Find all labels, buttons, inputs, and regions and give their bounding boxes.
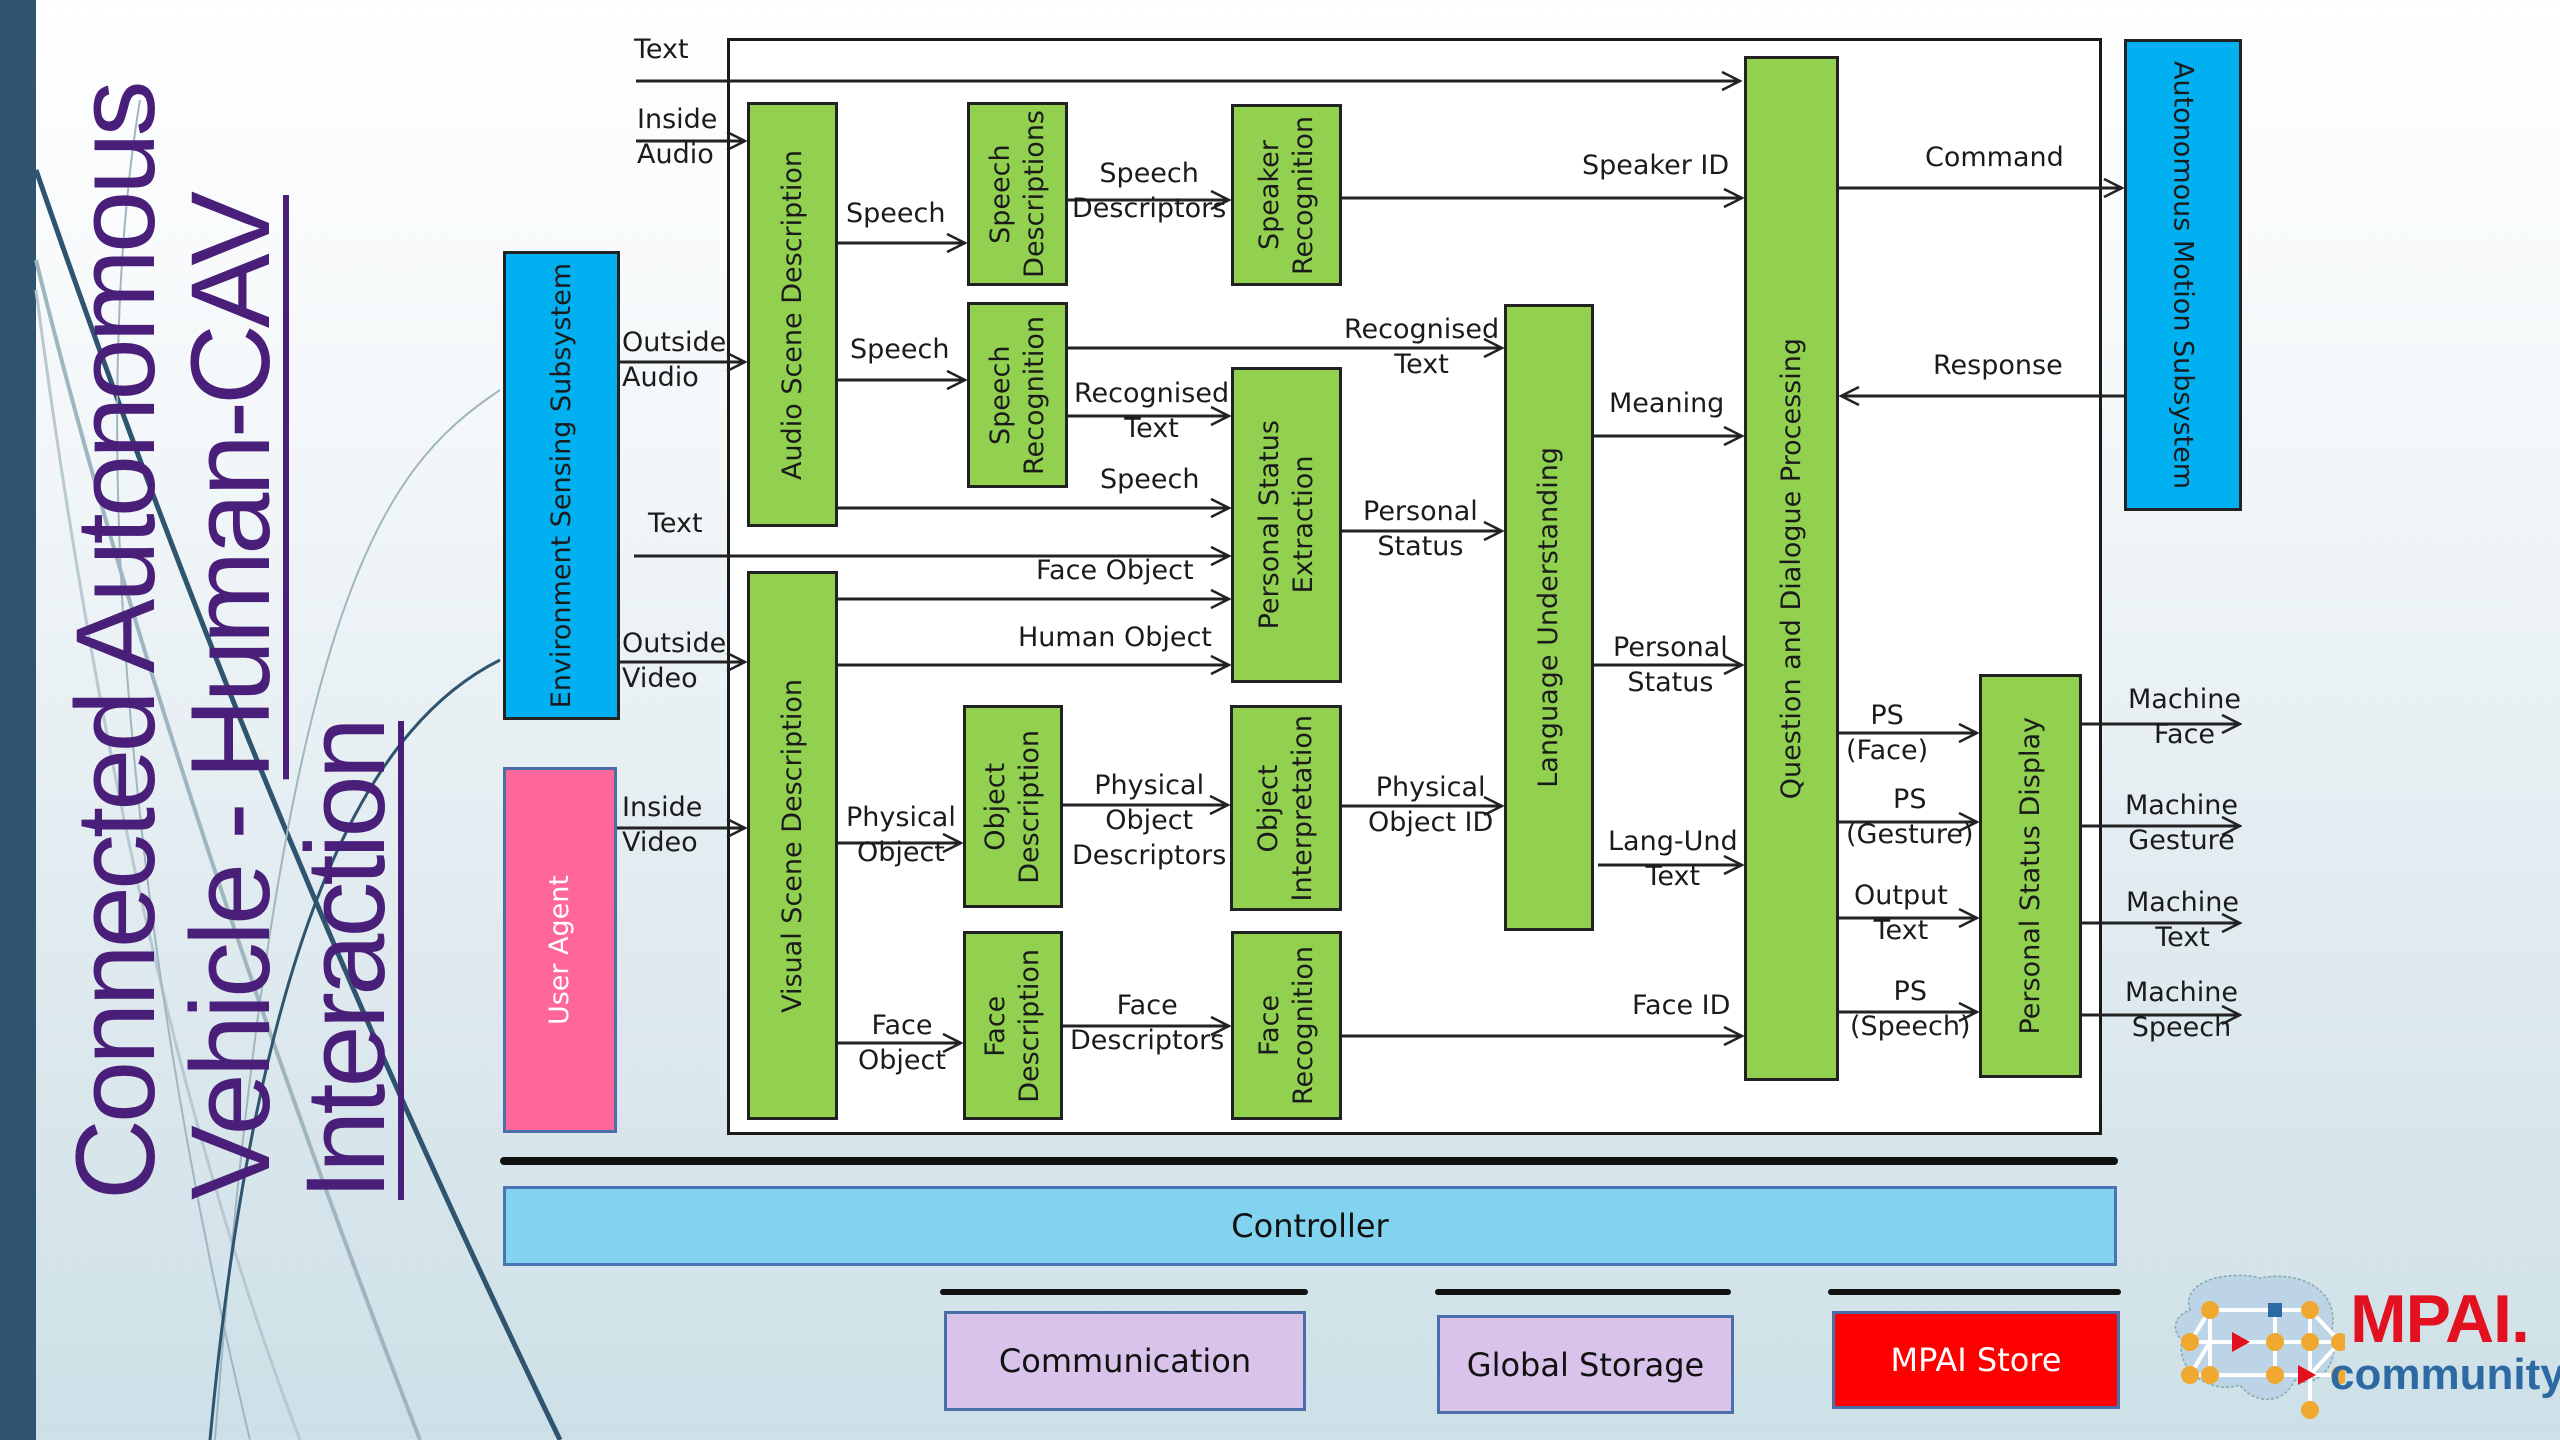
label-output-text: Output Text <box>1854 880 1948 947</box>
label-machine-gesture: Machine Gesture <box>2125 790 2239 857</box>
label-text-mid: Text <box>648 508 703 539</box>
speech-recognition[interactable]: Speech Recognition <box>967 302 1068 488</box>
label-recognised-text-1: Recognised Text <box>1344 314 1500 381</box>
user-agent[interactable]: User Agent <box>503 767 617 1133</box>
label-meaning: Meaning <box>1609 388 1725 419</box>
label-physical-object: Physical Object <box>846 802 956 869</box>
communication-label: Communication <box>998 1342 1252 1380</box>
communication[interactable]: Communication <box>944 1311 1306 1411</box>
bus-line-mpai-store <box>1828 1289 2121 1295</box>
controller-label: Controller <box>1231 1207 1389 1245</box>
global-storage[interactable]: Global Storage <box>1437 1315 1734 1414</box>
label-face-object-2: Face Object <box>858 1010 946 1077</box>
label-speech-3: Speech <box>1100 464 1200 495</box>
label-face-id: Face ID <box>1632 990 1731 1021</box>
label-face-object-1: Face Object <box>1036 555 1194 586</box>
personal-status-extraction[interactable]: Personal Status Extraction <box>1231 367 1342 683</box>
label-human-object: Human Object <box>1018 622 1212 653</box>
label-speech-descriptors: Speech Descriptors <box>1072 158 1227 225</box>
mpai-community-logo[interactable]: MPAI. community <box>2170 1270 2560 1420</box>
visual-scene-description[interactable]: Visual Scene Description <box>747 571 838 1120</box>
label-response: Response <box>1933 350 2063 381</box>
label-ps-gesture: PS (Gesture) <box>1846 784 1974 851</box>
label-personal-status-1: Personal Status <box>1363 496 1478 563</box>
label-outside-audio: Outside Audio <box>622 327 727 394</box>
speech-descriptions[interactable]: Speech Descriptions <box>967 102 1068 286</box>
label-lang-und-text: Lang-Und Text <box>1608 826 1738 893</box>
environment-sensing-subsystem[interactable]: Environment Sensing Subsystem <box>503 251 620 720</box>
label-personal-status-2: Personal Status <box>1613 632 1728 699</box>
label-machine-speech: Machine Speech <box>2125 977 2239 1044</box>
label-ps-face: PS (Face) <box>1846 700 1929 767</box>
logo-brand: MPAI. <box>2350 1281 2530 1357</box>
bus-line-communication <box>940 1289 1308 1295</box>
label-speech-2: Speech <box>850 334 950 365</box>
global-storage-label: Global Storage <box>1466 1345 1705 1384</box>
label-physical-object-id: Physical Object ID <box>1368 772 1494 839</box>
logo-sub: community <box>2330 1350 2560 1399</box>
label-outside-video: Outside Video <box>622 628 727 695</box>
speaker-recognition[interactable]: Speaker Recognition <box>1231 104 1342 286</box>
bus-line-global-storage <box>1435 1289 1731 1295</box>
left-accent-bar <box>0 0 36 1440</box>
label-machine-text: Machine Text <box>2126 887 2240 954</box>
object-description[interactable]: Object Description <box>963 705 1063 908</box>
label-speaker-id: Speaker ID <box>1582 150 1730 181</box>
label-command: Command <box>1925 142 2064 173</box>
label-speech-1: Speech <box>846 198 946 229</box>
brain-network-icon <box>2174 1274 2345 1419</box>
bus-line-top <box>500 1157 2118 1165</box>
hci-frame <box>727 38 2102 1135</box>
autonomous-motion-label: Autonomous Motion Subsystem <box>2167 60 2199 490</box>
label-inside-audio: Inside Audio <box>637 104 718 171</box>
label-face-descriptors: Face Descriptors <box>1070 990 1225 1057</box>
object-interpretation[interactable]: Object Interpretation <box>1230 705 1342 911</box>
personal-status-display[interactable]: Personal Status Display <box>1979 674 2082 1078</box>
mpai-store-label: MPAI Store <box>1890 1341 2062 1379</box>
label-recognised-text-2: Recognised Text <box>1074 378 1230 445</box>
label-ps-speech: PS (Speech) <box>1850 976 1971 1043</box>
mpai-store[interactable]: MPAI Store <box>1832 1311 2120 1409</box>
label-text-top: Text <box>634 34 689 65</box>
question-dialogue-processing[interactable]: Question and Dialogue Processing <box>1744 56 1839 1081</box>
controller[interactable]: Controller <box>503 1186 2117 1266</box>
language-understanding[interactable]: Language Understanding <box>1504 304 1594 931</box>
label-machine-face: Machine Face <box>2128 684 2242 751</box>
autonomous-motion-subsystem[interactable]: Autonomous Motion Subsystem <box>2124 39 2242 511</box>
label-inside-video: Inside Video <box>622 792 703 859</box>
label-physical-object-descriptors: Physical Object Descriptors <box>1072 770 1227 872</box>
face-recognition[interactable]: Face Recognition <box>1231 931 1342 1120</box>
audio-scene-description[interactable]: Audio Scene Description <box>747 102 838 527</box>
face-description[interactable]: Face Description <box>963 931 1063 1120</box>
